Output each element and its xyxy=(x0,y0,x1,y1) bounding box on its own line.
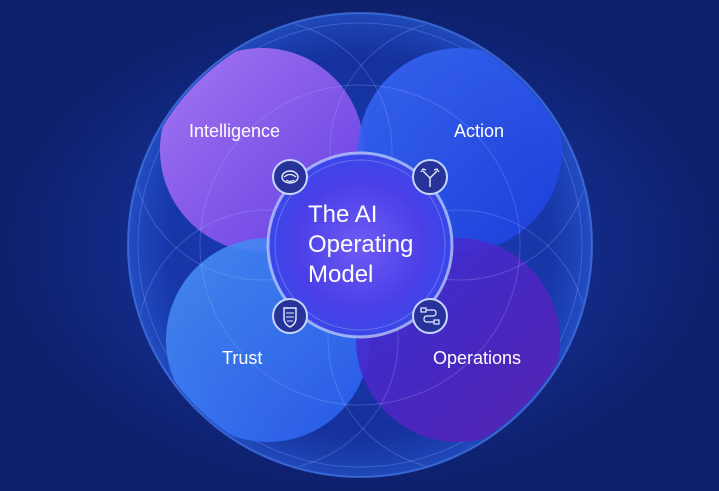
center-ring-inner xyxy=(274,159,446,331)
center-ring xyxy=(266,151,454,339)
brain-icon xyxy=(272,159,308,195)
shield-icon xyxy=(272,298,308,334)
label-intelligence: Intelligence xyxy=(189,121,280,141)
label-action: Action xyxy=(454,121,504,141)
center-title-line-3: Model xyxy=(308,261,373,288)
center-title-line-2: Operating xyxy=(308,231,413,258)
outer-ring-inner xyxy=(137,22,583,468)
center-disc xyxy=(268,153,452,337)
center-title-line-1: The AI xyxy=(308,201,377,228)
label-operations: Operations xyxy=(433,348,521,368)
label-trust: Trust xyxy=(222,348,262,368)
workflow-icon xyxy=(412,298,448,334)
diverging-arrows-icon xyxy=(412,159,448,195)
